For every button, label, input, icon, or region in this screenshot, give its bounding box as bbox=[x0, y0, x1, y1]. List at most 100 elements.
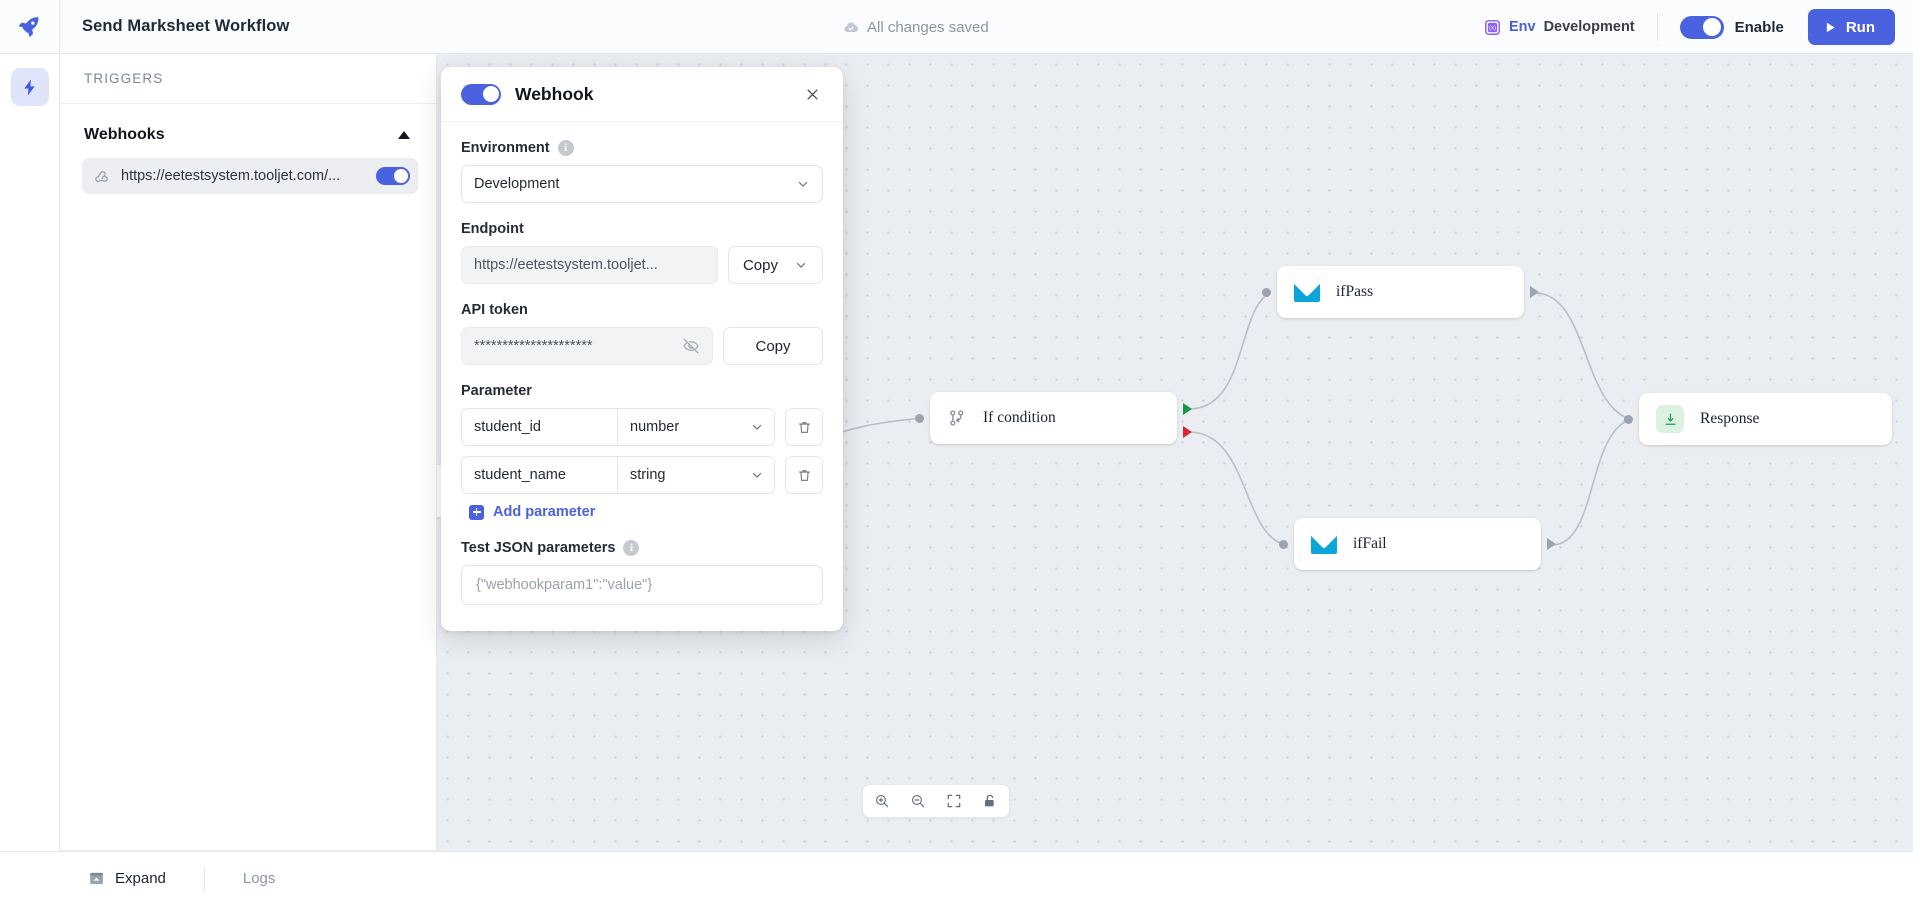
zoom-out-icon[interactable] bbox=[907, 790, 929, 812]
play-icon bbox=[1826, 22, 1835, 32]
endpoint-copy-button[interactable]: Copy bbox=[727, 246, 823, 284]
endpoint-input[interactable]: https://eetestsystem.tooljet... bbox=[461, 246, 718, 284]
test-json-label-row: Test JSON parameters i bbox=[461, 540, 823, 556]
mail-icon bbox=[1294, 282, 1320, 302]
node-if-condition-label: If condition bbox=[983, 409, 1056, 426]
modal-header: Webhook bbox=[441, 67, 843, 122]
svg-text:(x): (x) bbox=[1489, 25, 1496, 31]
parameter-type-select[interactable]: number bbox=[618, 409, 774, 445]
webhooks-group-header[interactable]: Webhooks bbox=[60, 104, 436, 144]
enable-toggle[interactable] bbox=[1679, 15, 1724, 39]
api-token-value: ********************* bbox=[474, 338, 593, 354]
node-iffail[interactable]: ifFail bbox=[1294, 518, 1541, 570]
download-icon bbox=[1656, 405, 1684, 433]
enable-label: Enable bbox=[1734, 18, 1784, 36]
run-button-label: Run bbox=[1845, 18, 1875, 36]
parameter-type-select[interactable]: string bbox=[618, 457, 774, 493]
canvas-toolbar bbox=[862, 784, 1010, 818]
webhooks-group-title: Webhooks bbox=[84, 126, 165, 143]
info-icon[interactable]: i bbox=[557, 140, 574, 156]
parameter-group: student_id number bbox=[461, 408, 775, 446]
api-token-copy-label: Copy bbox=[755, 337, 791, 355]
parameter-name-input[interactable]: student_id bbox=[462, 409, 618, 445]
environment-select[interactable]: Development bbox=[461, 165, 823, 203]
sidebar-webhook-url: https://eetestsystem.tooljet.com/... bbox=[121, 168, 341, 184]
add-parameter-label: Add parameter bbox=[493, 504, 596, 520]
parameters-label: Parameter bbox=[461, 383, 532, 399]
expand-label: Expand bbox=[115, 870, 166, 887]
api-token-field: API token ********************* Copy bbox=[461, 302, 823, 365]
environment-label: Environment bbox=[461, 140, 550, 156]
endpoint-value: https://eetestsystem.tooljet... bbox=[474, 257, 658, 273]
chevron-down-icon bbox=[752, 424, 762, 430]
node-if-condition-false-handle[interactable] bbox=[1183, 426, 1192, 438]
sidebar-header: TRIGGERS bbox=[60, 54, 436, 104]
zoom-in-icon[interactable] bbox=[871, 790, 893, 812]
rail-item-triggers[interactable] bbox=[10, 68, 49, 106]
parameters-label-row: Parameter bbox=[461, 383, 823, 399]
node-response-input-handle[interactable] bbox=[1624, 415, 1633, 424]
webhook-enable-toggle[interactable] bbox=[461, 83, 501, 105]
endpoint-field: Endpoint https://eetestsystem.tooljet...… bbox=[461, 221, 823, 284]
add-parameter-button[interactable]: Add parameter bbox=[461, 504, 823, 520]
run-button[interactable]: Run bbox=[1807, 9, 1895, 45]
triggers-sidebar: TRIGGERS Webhooks https://eetestsystem.t… bbox=[60, 54, 437, 851]
close-icon[interactable] bbox=[799, 81, 825, 107]
parameter-type-value: string bbox=[630, 467, 666, 483]
test-json-input[interactable]: {"webhookparam1":"value"} bbox=[461, 565, 823, 605]
node-ifcondition-input-handle[interactable] bbox=[915, 414, 924, 423]
node-ifpass-label: ifPass bbox=[1336, 283, 1374, 300]
webhook-icon bbox=[95, 170, 108, 182]
node-iffail-input-handle[interactable] bbox=[1279, 540, 1288, 549]
api-token-label-row: API token bbox=[461, 302, 823, 318]
api-token-copy-button[interactable]: Copy bbox=[723, 327, 823, 365]
parameter-delete-button[interactable] bbox=[785, 456, 823, 494]
test-json-label: Test JSON parameters bbox=[461, 540, 616, 556]
eye-off-icon[interactable] bbox=[682, 337, 700, 355]
node-ifpass-output-handle[interactable] bbox=[1530, 286, 1539, 298]
app-logo[interactable] bbox=[0, 0, 60, 54]
node-if-condition[interactable]: If condition bbox=[930, 392, 1177, 444]
bottom-bar: Expand Logs bbox=[0, 851, 1913, 905]
top-header: Send Marksheet Workflow All changes save… bbox=[0, 0, 1913, 54]
parameter-delete-button[interactable] bbox=[785, 408, 823, 446]
chevron-down-icon bbox=[752, 472, 762, 478]
info-icon[interactable]: i bbox=[623, 540, 640, 556]
environment-field: Environment i Development bbox=[461, 140, 823, 203]
node-response[interactable]: Response bbox=[1639, 393, 1892, 445]
endpoint-label-row: Endpoint bbox=[461, 221, 823, 237]
mail-icon bbox=[1311, 534, 1337, 554]
git-branch-icon bbox=[950, 410, 964, 426]
chevron-down-icon bbox=[798, 181, 808, 187]
node-iffail-output-handle[interactable] bbox=[1547, 538, 1556, 550]
sidebar-webhook-item[interactable]: https://eetestsystem.tooljet.com/... bbox=[82, 158, 418, 194]
lock-open-icon[interactable] bbox=[979, 790, 1001, 812]
bottom-bar-divider bbox=[203, 866, 205, 891]
node-ifpass-input-handle[interactable] bbox=[1262, 288, 1271, 297]
node-iffail-label: ifFail bbox=[1353, 535, 1387, 552]
modal-title: Webhook bbox=[515, 83, 594, 104]
api-token-input[interactable]: ********************* bbox=[461, 327, 713, 365]
webhook-config-modal: Webhook Environment i Development bbox=[441, 67, 843, 631]
modal-body: Environment i Development Endpoint h bbox=[441, 122, 843, 631]
logs-button[interactable]: Logs bbox=[243, 870, 276, 887]
env-selector[interactable]: (x) Env Development bbox=[1484, 19, 1657, 36]
sidebar-section-label: TRIGGERS bbox=[84, 71, 164, 86]
node-ifpass[interactable]: ifPass bbox=[1277, 266, 1524, 318]
rocket-icon bbox=[18, 16, 39, 37]
chevron-down-icon bbox=[796, 262, 806, 268]
node-if-condition-true-handle[interactable] bbox=[1183, 403, 1192, 415]
sidebar-webhook-toggle[interactable] bbox=[376, 167, 410, 185]
left-rail bbox=[0, 54, 60, 851]
caret-up-icon[interactable] bbox=[398, 131, 410, 139]
save-status: All changes saved bbox=[843, 0, 989, 54]
test-json-placeholder: {"webhookparam1":"value"} bbox=[476, 577, 653, 593]
enable-toggle-group: Enable bbox=[1679, 15, 1784, 39]
parameter-name-input[interactable]: student_name bbox=[462, 457, 618, 493]
cloud-check-icon bbox=[844, 22, 859, 33]
sidebar-divider bbox=[60, 850, 437, 851]
expand-button[interactable]: Expand bbox=[88, 870, 166, 887]
endpoint-copy-label: Copy bbox=[742, 256, 778, 274]
fit-view-icon[interactable] bbox=[943, 790, 965, 812]
